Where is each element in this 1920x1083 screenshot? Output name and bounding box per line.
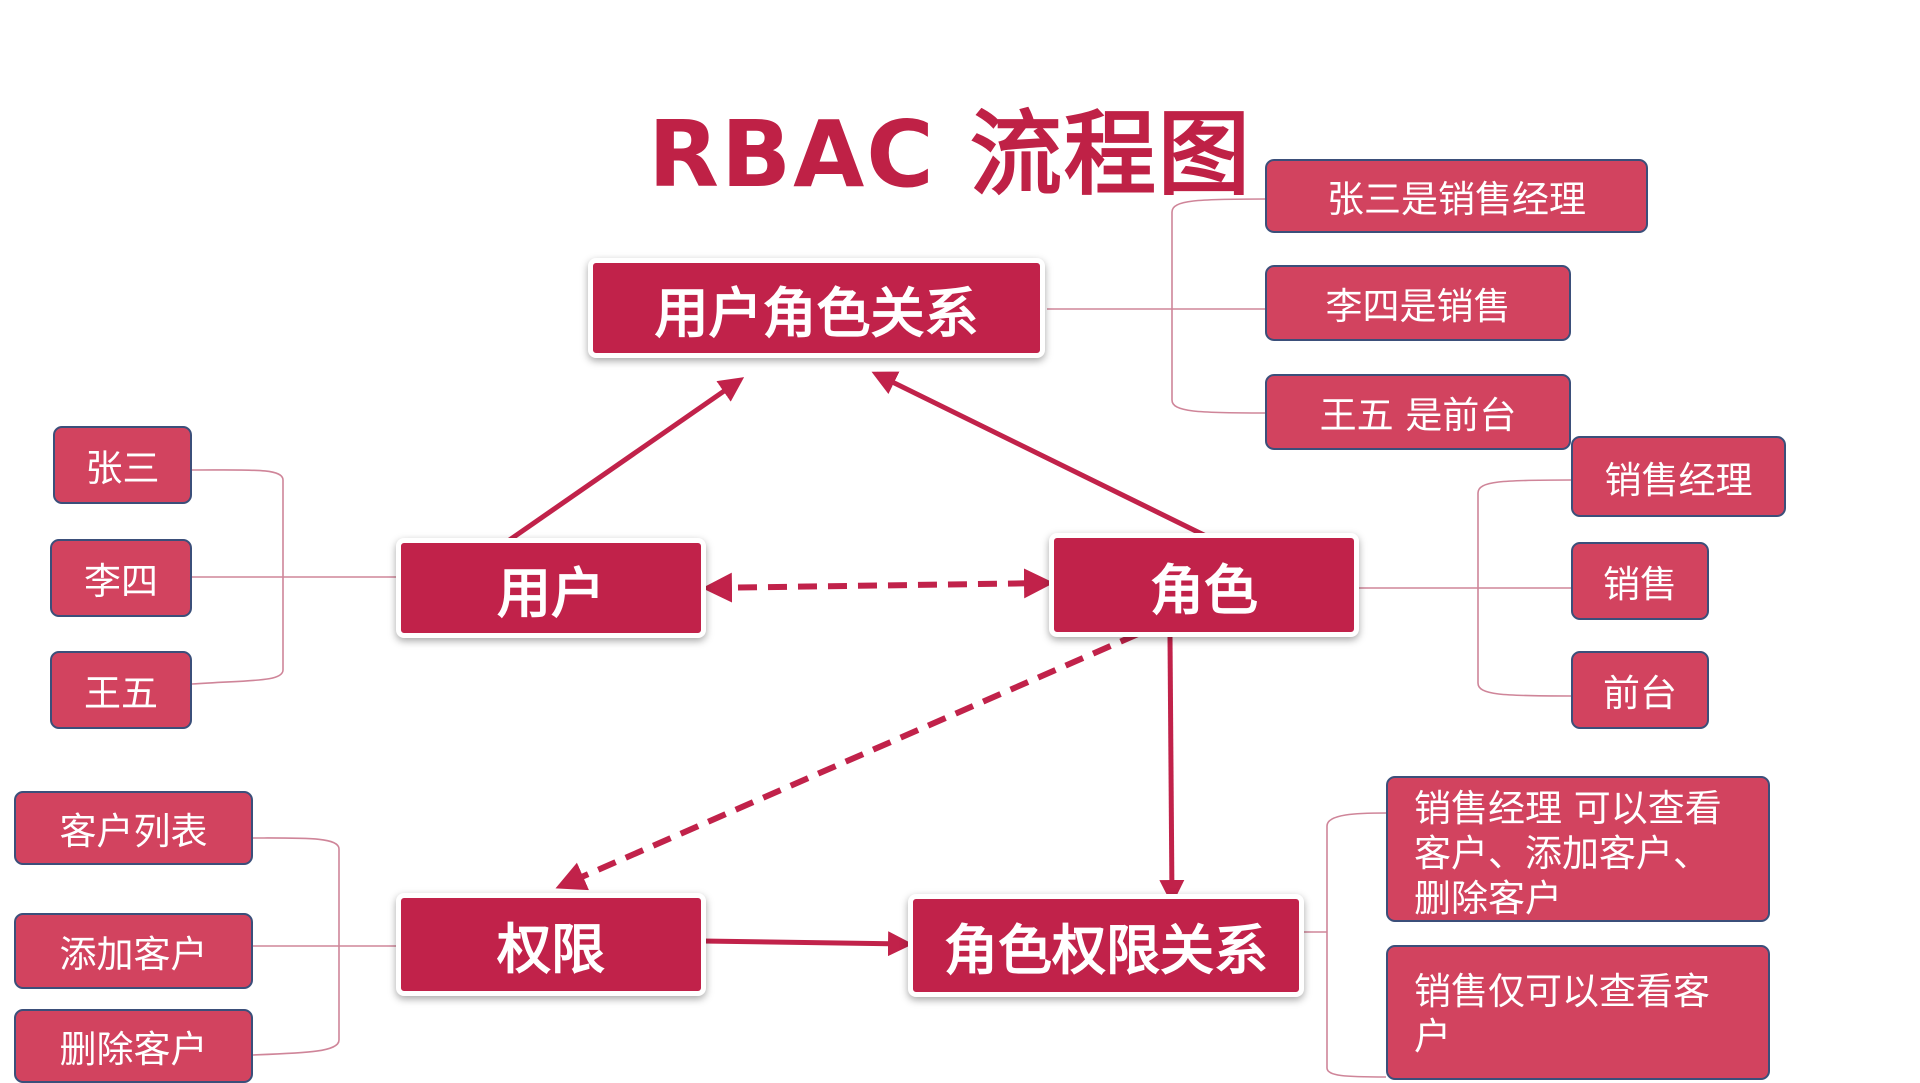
arrow-user-role-dashed [702,568,1054,603]
bracket-permissions [252,837,398,1056]
leaf-user: 李四 [50,539,192,617]
leaf-permission: 添加客户 [14,913,253,989]
arrow-role-to-user-role [871,371,1210,540]
node-role: 角色 [1049,533,1359,637]
leaf-user: 张三 [53,426,192,504]
example-text: 销售经理 可以查看客户、添加客户、删除客户 [1414,787,1722,921]
arrow-role-to-role-permission [1159,636,1185,905]
arrow-user-to-user-role [506,377,745,544]
node-permission: 权限 [396,893,706,996]
bracket-user-role-examples [1047,198,1266,414]
page-title: RBAC 流程图 [648,101,1252,208]
arrow-role-to-permission-dashed [555,631,1140,891]
leaf-role: 前台 [1571,651,1709,729]
node-user: 用户 [396,538,706,638]
node-user-role: 用户角色关系 [588,258,1045,358]
arrow-permission-to-role-permission [701,931,913,957]
example-text: 销售仅可以查看客户 [1414,970,1710,1059]
node-role-permission: 角色权限关系 [908,894,1304,997]
leaf-role-permission-example: 销售仅可以查看客户 [1386,945,1770,1080]
leaf-role-permission-example: 销售经理 可以查看客户、添加客户、删除客户 [1386,776,1770,922]
bracket-users [191,469,398,685]
leaf-user-role-example: 王五 是前台 [1265,374,1571,450]
leaf-permission: 客户列表 [14,791,253,865]
leaf-role: 销售 [1571,542,1709,620]
leaf-user: 王五 [50,651,192,729]
bracket-roles [1357,479,1572,697]
leaf-permission: 删除客户 [14,1009,253,1083]
bracket-role-permission-examples [1302,812,1387,1078]
leaf-user-role-example: 张三是销售经理 [1265,159,1648,233]
leaf-role: 销售经理 [1571,436,1786,517]
leaf-user-role-example: 李四是销售 [1265,265,1571,341]
